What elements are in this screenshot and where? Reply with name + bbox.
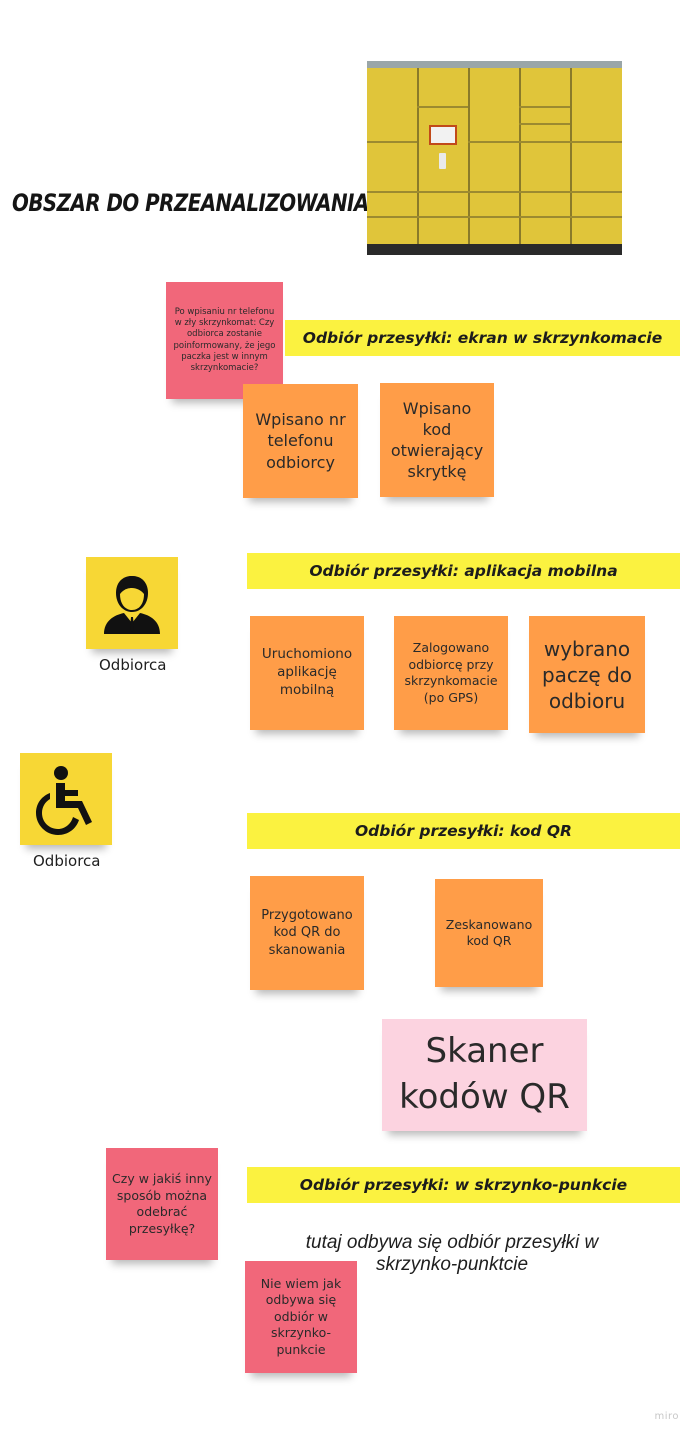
- sticky-logged-gps[interactable]: Zalogowano odbiorcę przy skrzynkomacie (…: [394, 616, 508, 730]
- note-point[interactable]: tutaj odbywa się odbiór przesyłki w skrz…: [305, 1232, 599, 1276]
- sticky-question-wrong-locker[interactable]: Po wpisaniu nr telefonu w zły skrzynkoma…: [166, 282, 283, 399]
- person-icon: [104, 576, 160, 634]
- sticky-phone-entered[interactable]: Wpisano nr telefonu odbiorcy: [243, 384, 358, 498]
- section-banner-screen[interactable]: Odbiór przesyłki: ekran w skrzynkomacie: [285, 320, 680, 356]
- persona-recipient-card[interactable]: [86, 557, 178, 649]
- persona-recipient-disabled-card[interactable]: [20, 753, 112, 845]
- section-banner-app[interactable]: Odbiór przesyłki: aplikacja mobilna: [247, 553, 680, 589]
- section-banner-point[interactable]: Odbiór przesyłki: w skrzynko-punkcie: [247, 1167, 680, 1203]
- sticky-question-other-way[interactable]: Czy w jakiś inny sposób można odebrać pr…: [106, 1148, 218, 1260]
- section-banner-qr[interactable]: Odbiór przesyłki: kod QR: [247, 813, 680, 849]
- sticky-qr-scanned[interactable]: Zeskanowano kod QR: [435, 879, 543, 987]
- sticky-code-entered[interactable]: Wpisano kod otwierający skrytkę: [380, 383, 494, 497]
- board-title: OBSZAR DO PRZEANALIZOWANIA: [12, 190, 369, 218]
- sticky-parcel-chosen[interactable]: wybrano paczę do odbioru: [529, 616, 645, 733]
- locker-keypad: [439, 153, 446, 169]
- sticky-qr-scanner[interactable]: Skaner kodów QR: [382, 1019, 587, 1131]
- persona-recipient-disabled-label: Odbiorca: [33, 852, 101, 870]
- sticky-qr-prepared[interactable]: Przygotowano kod QR do skanowania: [250, 876, 364, 990]
- sticky-app-launched[interactable]: Uruchomiono aplikację mobilną: [250, 616, 364, 730]
- wheelchair-icon: [36, 766, 92, 835]
- persona-recipient-label: Odbiorca: [99, 656, 167, 674]
- locker-screen: [429, 125, 457, 145]
- sticky-unknown-point[interactable]: Nie wiem jak odbywa się odbiór w skrzynk…: [245, 1261, 357, 1373]
- miro-watermark: miro: [654, 1411, 679, 1422]
- parcel-locker-image[interactable]: [367, 61, 622, 255]
